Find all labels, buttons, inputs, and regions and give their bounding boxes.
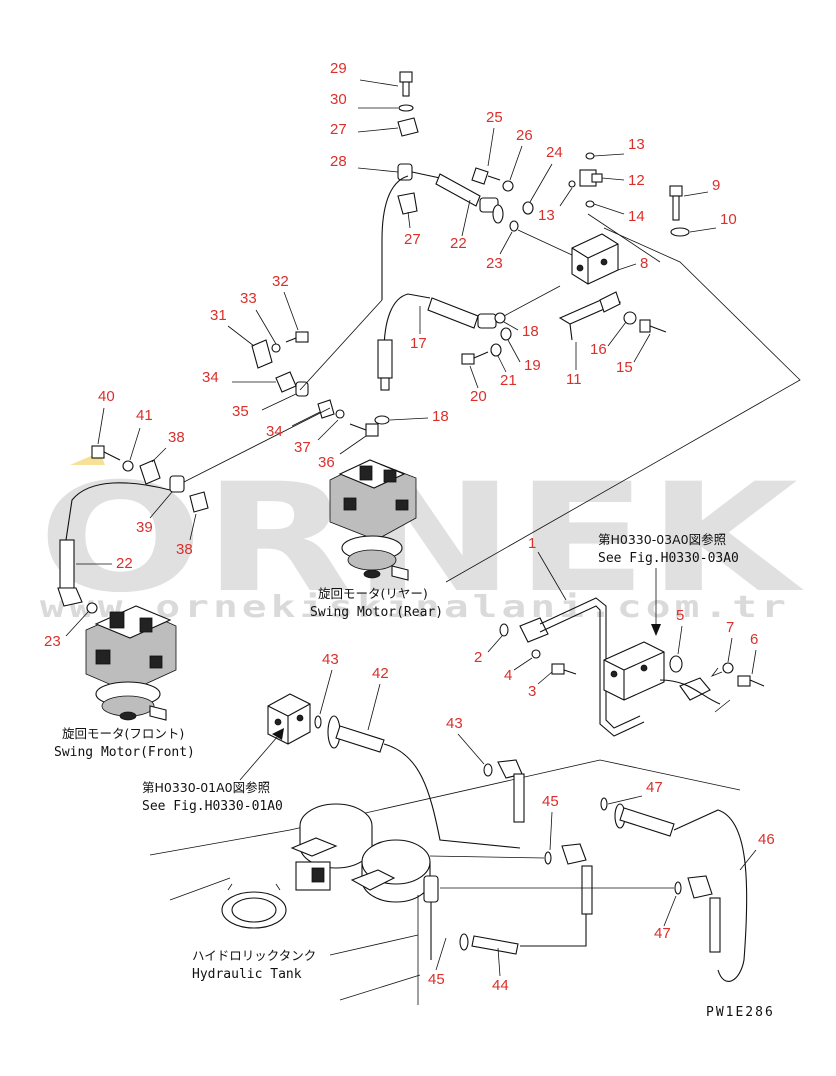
- callout-23a: 23: [486, 255, 503, 272]
- callout-34a: 34: [202, 369, 219, 386]
- callout-39: 39: [136, 519, 153, 536]
- lower-assembly: [221, 693, 748, 982]
- caption-swing-motor-rear-en: Swing Motor(Rear): [310, 605, 443, 620]
- callout-17: 17: [410, 335, 427, 352]
- callout-40: 40: [98, 388, 115, 405]
- callout-18b: 18: [432, 408, 449, 425]
- callout-22b: 22: [116, 555, 133, 572]
- callout-6: 6: [750, 631, 758, 648]
- callout-2: 2: [474, 649, 482, 666]
- caption-swing-motor-front-jp: 旋回モータ(フロント): [62, 726, 184, 741]
- callout-30: 30: [330, 91, 347, 108]
- callout-7: 7: [726, 619, 734, 636]
- callout-14: 14: [628, 208, 645, 225]
- swing-motor-front: [85, 605, 177, 721]
- callout-25: 25: [486, 109, 503, 126]
- callout-4: 4: [504, 667, 512, 684]
- caption-ref-03-jp: 第H0330-03A0図参照: [598, 532, 726, 547]
- caption-hydraulic-tank-en: Hydraulic Tank: [192, 967, 302, 982]
- callout-27b: 27: [404, 231, 421, 248]
- ref-03-arrow: [651, 624, 661, 636]
- callout-31: 31: [210, 307, 227, 324]
- callout-21: 21: [500, 372, 517, 389]
- callout-28: 28: [330, 153, 347, 170]
- callout-8: 8: [640, 255, 648, 272]
- swing-motor-rear: [329, 459, 417, 581]
- callout-37: 37: [294, 439, 311, 456]
- callout-44: 44: [492, 977, 509, 994]
- callout-27a: 27: [330, 121, 347, 138]
- top-assembly: [179, 71, 690, 485]
- frame-lines: [149, 213, 801, 1005]
- callout-15: 15: [616, 359, 633, 376]
- callout-20: 20: [470, 388, 487, 405]
- callout-23b: 23: [44, 633, 61, 650]
- callout-45b: 45: [428, 971, 445, 988]
- callout-38b: 38: [176, 541, 193, 558]
- callout-11: 11: [566, 371, 582, 388]
- callout-33: 33: [240, 290, 257, 307]
- callout-24: 24: [546, 144, 563, 161]
- callout-5: 5: [676, 607, 684, 624]
- callout-22a: 22: [450, 235, 467, 252]
- callout-47b: 47: [654, 925, 671, 942]
- callout-29: 29: [330, 60, 347, 77]
- ref-01-arrow: [272, 728, 284, 740]
- callout-41: 41: [136, 407, 153, 424]
- callout-42: 42: [372, 665, 389, 682]
- callout-34b: 34: [266, 423, 283, 440]
- caption-hydraulic-tank-jp: ハイドロリックタンク: [192, 948, 316, 963]
- caption-ref-03-en: See Fig.H0330-03A0: [598, 551, 739, 566]
- callout-32: 32: [272, 273, 289, 290]
- callout-18a: 18: [522, 323, 539, 340]
- callout-43b: 43: [446, 715, 463, 732]
- callout-16: 16: [590, 341, 607, 358]
- callout-3: 3: [528, 683, 536, 700]
- callout-38a: 38: [168, 429, 185, 446]
- watermark: ORNEK www.ornekiskinalani.com.tr: [38, 452, 804, 626]
- callout-43a: 43: [322, 651, 339, 668]
- callout-9: 9: [712, 177, 720, 194]
- callout-10: 10: [720, 211, 737, 228]
- captions: 旋回モータ(リヤー) Swing Motor(Rear) 旋回モータ(フロント)…: [54, 532, 775, 1020]
- callout-35: 35: [232, 403, 249, 420]
- callout-13a: 13: [628, 136, 645, 153]
- callout-19: 19: [524, 357, 541, 374]
- caption-swing-motor-rear-jp: 旋回モータ(リヤー): [318, 586, 428, 601]
- caption-swing-motor-front-en: Swing Motor(Front): [54, 745, 195, 760]
- callout-36: 36: [318, 454, 335, 471]
- callout-47a: 47: [646, 779, 663, 796]
- callout-26: 26: [516, 127, 533, 144]
- watermark-brand: ORNEK: [38, 452, 804, 626]
- callout-46: 46: [758, 831, 775, 848]
- callout-13b: 13: [538, 207, 555, 224]
- left-assembly: [57, 445, 209, 614]
- tube-assembly: [499, 597, 765, 737]
- callout-1: 1: [528, 535, 536, 552]
- callout-12: 12: [628, 172, 645, 189]
- caption-ref-01-en: See Fig.H0330-01A0: [142, 799, 283, 814]
- caption-ref-01-jp: 第H0330-01A0図参照: [142, 780, 270, 795]
- callout-45a: 45: [542, 793, 559, 810]
- drawing-code: PW1E286: [706, 1005, 775, 1020]
- callout-numbers: 29 30 27 28 27 25 26 24 13 12 13 14 9 10…: [44, 60, 775, 994]
